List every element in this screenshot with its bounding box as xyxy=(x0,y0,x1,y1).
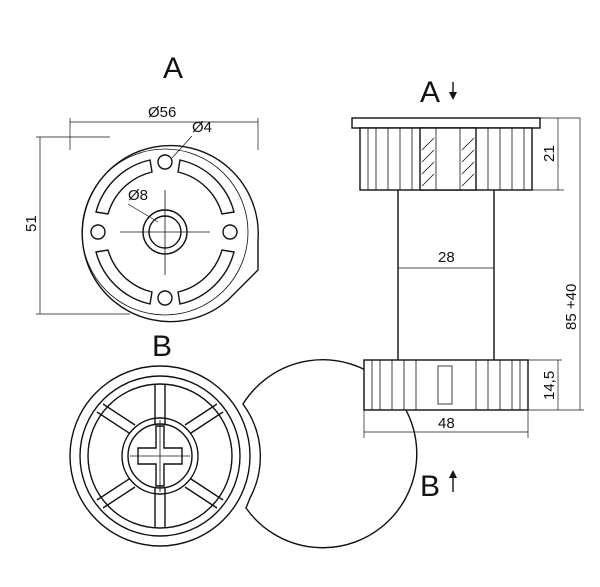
bottom-cap-body xyxy=(363,359,529,411)
dim-48-label: 48 xyxy=(438,415,455,432)
side-b-arrow-head xyxy=(449,470,457,478)
view-b: B xyxy=(69,330,418,549)
view-a-hole-top xyxy=(157,154,173,170)
view-b-rim-inner xyxy=(87,383,233,529)
dim-14-label: 14,5 xyxy=(541,371,558,400)
top-cap-flange xyxy=(351,117,541,129)
spoke-top xyxy=(154,384,166,424)
spoke-bottom-right xyxy=(184,478,224,509)
spoke-bottom xyxy=(154,488,166,528)
side-view: A xyxy=(351,76,584,503)
dim-85-label: 85 +40 xyxy=(563,284,580,330)
dim-21-label: 21 xyxy=(541,145,558,162)
view-b-spokes xyxy=(96,384,224,528)
view-a-slot-bottom-right xyxy=(177,249,235,305)
bottom-cap-ribs xyxy=(371,360,521,410)
view-a-hole-bottom xyxy=(157,290,173,306)
spoke-top-right xyxy=(184,403,224,434)
view-a-outer-outline xyxy=(81,144,259,323)
view-a: A Ø56 Ø4 Ø8 51 xyxy=(23,52,259,323)
view-b-hub-ring-outer xyxy=(121,417,199,495)
view-b-outer-outline xyxy=(242,359,418,549)
dim-51-label: 51 xyxy=(23,215,40,232)
view-a-slot-top-right xyxy=(177,159,235,215)
dim-4-leader xyxy=(171,135,193,159)
top-cap-ribs xyxy=(367,128,525,190)
view-b-rim-outer xyxy=(79,375,241,537)
bottom-cap-slot xyxy=(437,365,453,405)
view-a-slot-top-left xyxy=(95,159,153,215)
view-a-inner-rim xyxy=(81,148,249,316)
view-a-hole-left xyxy=(90,224,106,240)
dim-56-label: Ø56 xyxy=(148,104,176,121)
spoke-top-left xyxy=(96,403,136,434)
side-a-label: A xyxy=(420,76,440,109)
side-b-label: B xyxy=(420,470,440,503)
dim-28-label: 28 xyxy=(438,249,455,266)
dim-8-leader xyxy=(127,203,159,223)
dim-4-label: Ø4 xyxy=(192,119,212,136)
view-b-label: B xyxy=(152,330,172,363)
view-b-outer-circle xyxy=(69,365,251,547)
view-a-hole-right xyxy=(222,224,238,240)
view-a-label: A xyxy=(163,52,183,85)
view-b-center-slot xyxy=(137,425,183,487)
spoke-bottom-left xyxy=(96,478,136,509)
top-cap-hatch xyxy=(421,137,475,187)
dim-8-label: Ø8 xyxy=(128,187,148,204)
view-a-slot-bottom-left xyxy=(95,249,153,305)
top-cap-center-section xyxy=(419,127,477,191)
side-a-arrow-head xyxy=(449,92,457,100)
